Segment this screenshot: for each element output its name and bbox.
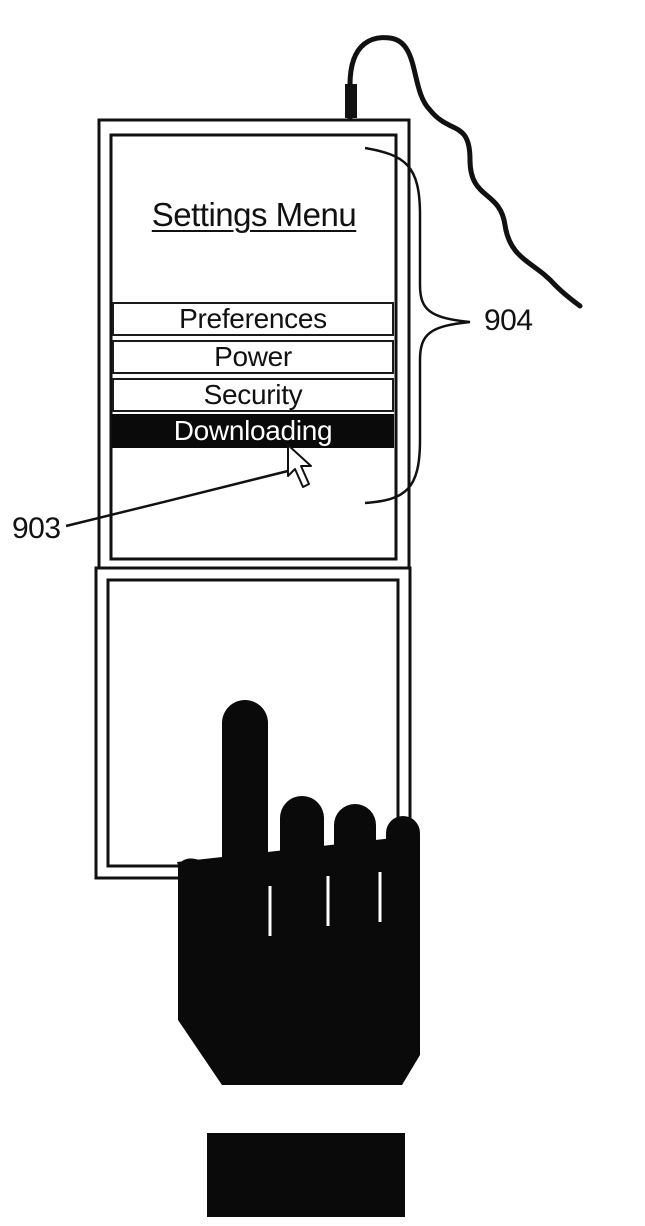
wrist-block <box>207 1133 405 1217</box>
reference-label-904: 904 <box>484 304 533 337</box>
menu-item-preferences[interactable]: Preferences <box>112 302 394 336</box>
brace-904 <box>364 146 471 505</box>
leader-903 <box>65 468 293 528</box>
menu-item-power[interactable]: Power <box>112 340 394 374</box>
settings-menu-title: Settings Menu <box>151 196 357 233</box>
cable <box>347 35 583 309</box>
menu-item-downloading[interactable]: Downloading <box>112 414 394 448</box>
menu-item-security[interactable]: Security <box>112 378 394 412</box>
hand-icon <box>177 700 420 1085</box>
reference-label-903: 903 <box>12 512 61 545</box>
screen-device-inner <box>109 133 398 561</box>
cable-plug <box>345 84 357 118</box>
